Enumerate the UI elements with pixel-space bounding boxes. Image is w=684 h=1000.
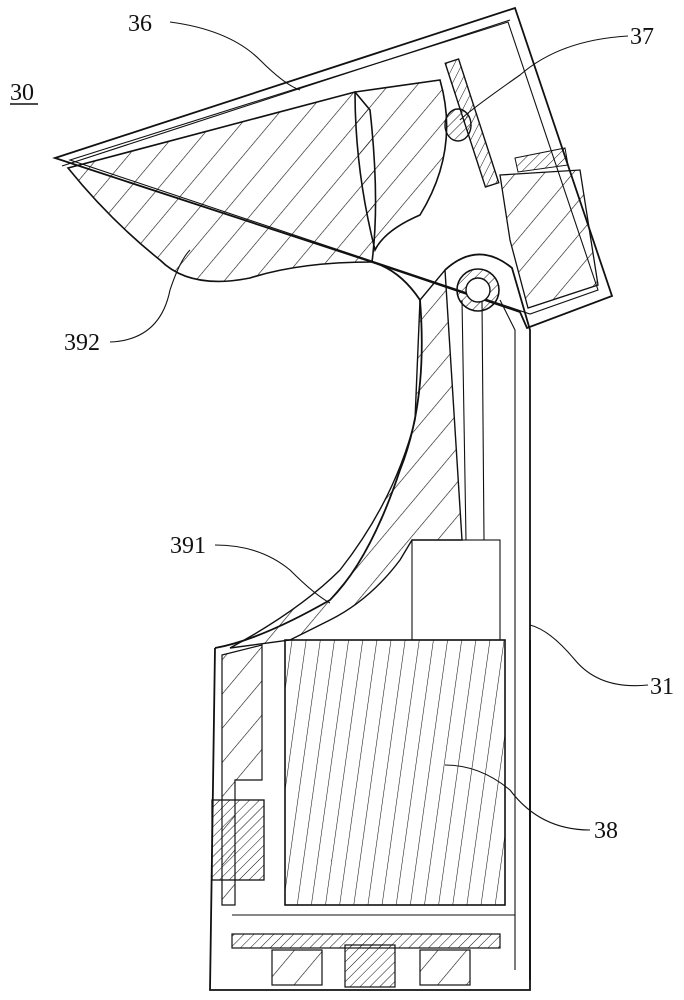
label-30: 30: [10, 80, 34, 106]
leader-37: [459, 35, 629, 121]
label-391: 391: [170, 533, 206, 559]
leader-38: [444, 764, 591, 831]
switch: [211, 799, 265, 881]
leader-391: [214, 544, 331, 604]
neck-rear-wall: [444, 253, 531, 980]
neck-rod-right: [481, 299, 485, 541]
leader-lines: [109, 21, 649, 831]
lens: [354, 79, 448, 253]
head-rear-block: [499, 169, 599, 309]
foot-right: [419, 949, 471, 986]
label-36: 36: [128, 11, 152, 37]
lower-reflector-392: [66, 91, 377, 283]
head-cover: [61, 19, 511, 167]
label-37: 37: [630, 24, 654, 50]
base-body-31: [209, 539, 531, 991]
label-31: 31: [650, 674, 674, 700]
label-392: 392: [64, 330, 100, 356]
battery-38: [284, 639, 506, 906]
foot-left: [271, 949, 323, 986]
pivot-inner: [465, 277, 491, 303]
screw: [514, 147, 569, 173]
led-chip: [444, 108, 472, 142]
leader-392: [109, 249, 191, 343]
neck-hatched-wall: [229, 268, 463, 649]
leader-36: [169, 21, 301, 91]
label-38: 38: [594, 818, 618, 844]
lamp-head: [52, 6, 614, 330]
neck-rod-left: [461, 299, 467, 541]
neck: [214, 253, 531, 980]
upper-block: [411, 539, 501, 641]
foot-center: [344, 944, 396, 988]
leader-31: [529, 624, 649, 687]
neck-rear-inner: [499, 299, 516, 970]
